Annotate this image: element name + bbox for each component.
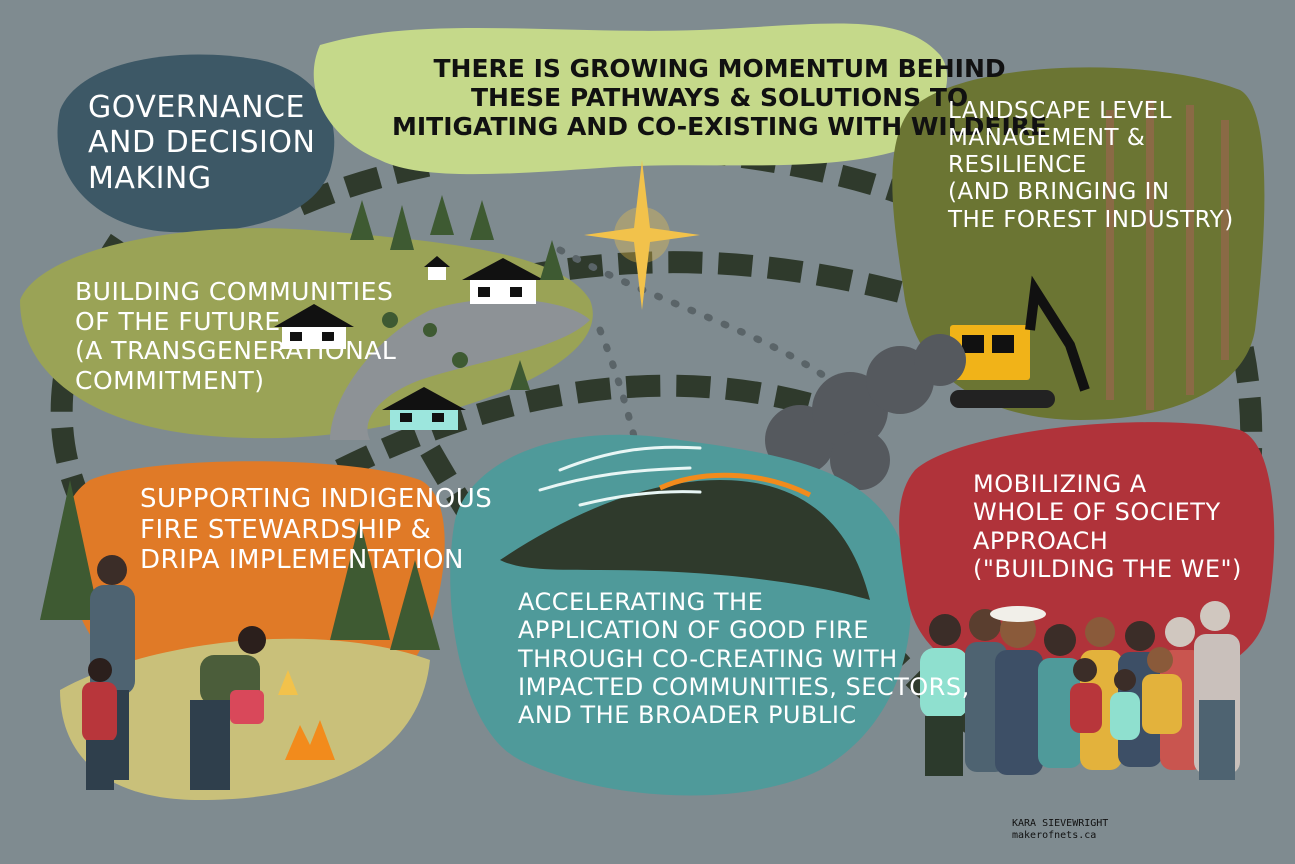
accelerating-line-5: AND THE BROADER PUBLIC: [518, 701, 857, 730]
banner-shape: [313, 23, 948, 175]
people-group-right: [920, 601, 1240, 780]
landscape-label: LANDSCAPE LEVEL MANAGEMENT & RESILIENCE …: [948, 98, 1234, 234]
landscape-line-3: RESILIENCE: [948, 152, 1087, 179]
banner-line-1: THERE IS GROWING MOMENTUM BEHIND: [433, 54, 1006, 83]
communities-line-1: BUILDING COMMUNITIES: [75, 277, 394, 306]
indigenous-line-1: SUPPORTING INDIGENOUS: [140, 484, 493, 514]
landscape-line-1: LANDSCAPE LEVEL: [948, 98, 1173, 124]
wind-lines: [538, 445, 702, 507]
smoke-cloud: [765, 334, 966, 490]
governance-line-2: AND DECISION: [88, 125, 316, 161]
artist-name: KARA SIEVEWRIGHT: [1012, 818, 1109, 829]
accelerating-line-3: THROUGH CO-CREATING WITH: [518, 644, 898, 673]
landscape-line-5: THE FOREST INDUSTRY): [948, 206, 1234, 233]
accelerating-line-1: ACCELERATING THE: [518, 588, 764, 616]
village-road: [330, 299, 590, 440]
tree-icons: [350, 195, 564, 390]
communities-line-3: (A TRANSGENERATIONAL: [75, 336, 397, 365]
communities-line-2: OF THE FUTURE: [75, 306, 281, 336]
society-label: MOBILIZING A WHOLE OF SOCIETY APPROACH (…: [973, 470, 1242, 583]
dotted-trail: [556, 246, 834, 464]
society-line-3: APPROACH: [973, 526, 1109, 555]
fire-icon: [278, 670, 335, 760]
banner-line-3: MITIGATING AND CO-EXISTING WITH WILDFIRE: [392, 111, 1048, 141]
landscape-line-4: (AND BRINGING IN: [948, 179, 1170, 206]
indigenous-label: SUPPORTING INDIGENOUS FIRE STEWARDSHIP &…: [140, 484, 492, 576]
people-figures-left: [82, 555, 266, 790]
star-icon: [584, 160, 700, 310]
governance-label: GOVERNANCE AND DECISION MAKING: [88, 90, 315, 196]
communities-label: BUILDING COMMUNITIES OF THE FUTURE (A TR…: [75, 277, 396, 395]
accelerating-label: ACCELERATING THE APPLICATION OF GOOD FIR…: [518, 588, 970, 730]
house-icons: [274, 256, 544, 430]
excavator-icon: [950, 275, 1090, 408]
society-line-2: WHOLE OF SOCIETY: [973, 498, 1221, 527]
communities-line-4: COMMITMENT): [75, 365, 265, 395]
hill-silhouette: [500, 480, 870, 600]
indigenous-trees: [40, 480, 440, 650]
forest-trunks: [1106, 100, 1229, 410]
hill-fire-line: [658, 472, 812, 498]
artist-signature: KARA SIEVEWRIGHT makerofnets.ca: [1012, 818, 1108, 841]
landscape-line-2: MANAGEMENT &: [948, 125, 1146, 152]
society-line-1: MOBILIZING A: [973, 470, 1147, 498]
governance-line-1: GOVERNANCE: [88, 90, 305, 125]
artist-website: makerofnets.ca: [1012, 829, 1097, 841]
governance-line-3: MAKING: [88, 160, 212, 196]
society-line-4: ("BUILDING THE WE"): [973, 554, 1242, 583]
indigenous-line-3: DRIPA IMPLEMENTATION: [140, 545, 464, 576]
accelerating-line-2: APPLICATION OF GOOD FIRE: [518, 616, 869, 645]
indigenous-line-2: FIRE STEWARDSHIP &: [140, 514, 432, 545]
banner-headline: THERE IS GROWING MOMENTUM BEHIND THESE P…: [392, 54, 1048, 141]
governance-blob: [57, 54, 335, 233]
banner-line-2: THESE PATHWAYS & SOLUTIONS TO: [471, 82, 969, 112]
accelerating-line-4: IMPACTED COMMUNITIES, SECTORS,: [518, 672, 970, 701]
